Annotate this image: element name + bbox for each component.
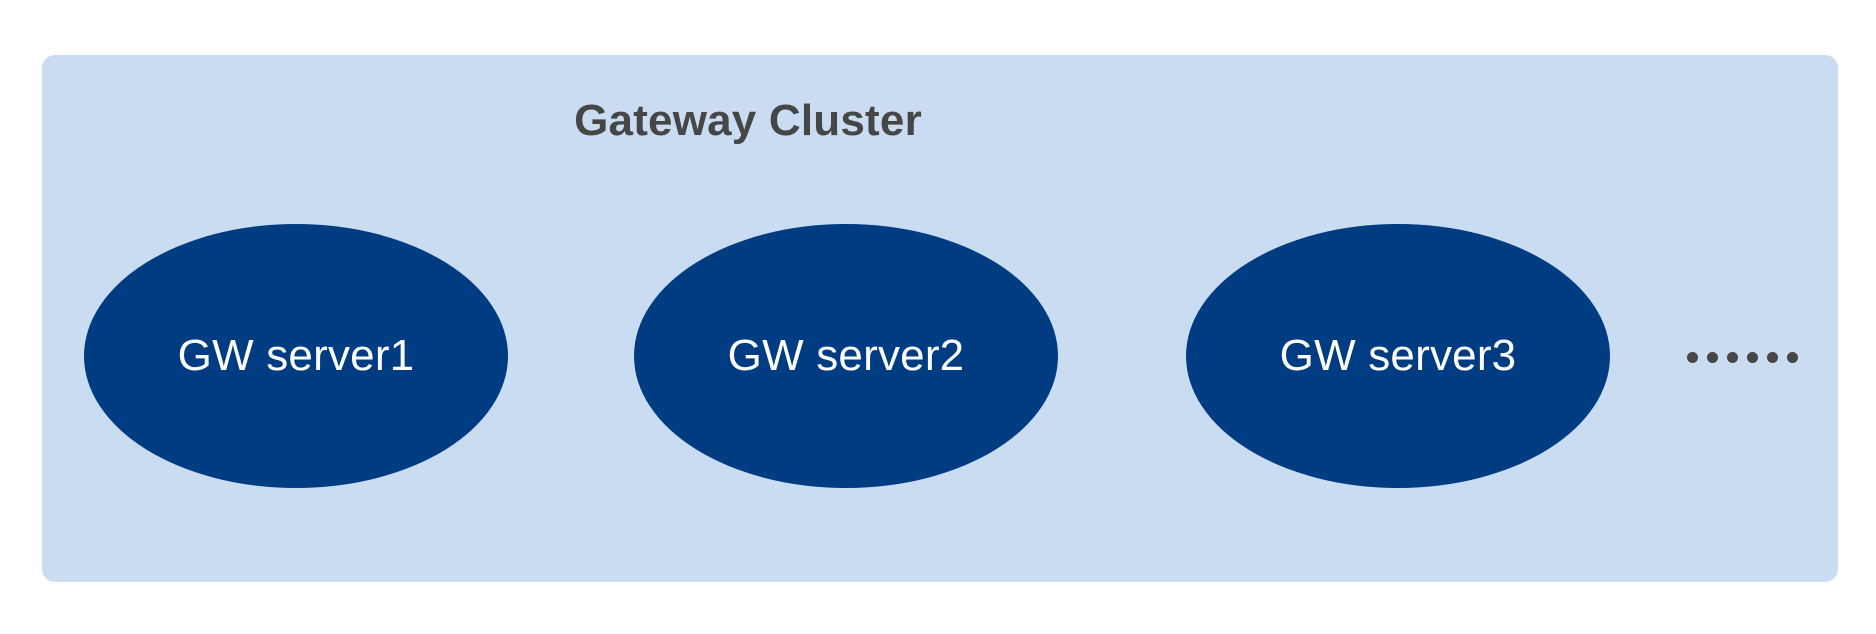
gateway-node-2-label: GW server2: [727, 331, 965, 380]
gateway-node-3-label: GW server3: [1279, 331, 1517, 380]
gateway-node-3[interactable]: GW server3: [1186, 224, 1610, 488]
ellipsis-dot: [1767, 351, 1778, 363]
cluster-title: Gateway Cluster: [574, 96, 922, 145]
ellipsis-dot: [1707, 351, 1718, 363]
ellipsis-dot: [1787, 351, 1798, 363]
gateway-node-1[interactable]: GW server1: [84, 224, 508, 488]
ellipsis-dot: [1727, 351, 1738, 363]
gateway-node-row: GW server1 GW server2 GW server3: [42, 55, 1838, 582]
gateway-cluster-container: Gateway Cluster GW server1 GW server2 GW…: [42, 55, 1838, 582]
ellipsis-dot: [1747, 351, 1758, 363]
gateway-node-1-label: GW server1: [177, 331, 415, 380]
ellipsis-icon: [1687, 349, 1798, 365]
gateway-node-2[interactable]: GW server2: [634, 224, 1058, 488]
ellipsis-dot: [1687, 351, 1698, 363]
